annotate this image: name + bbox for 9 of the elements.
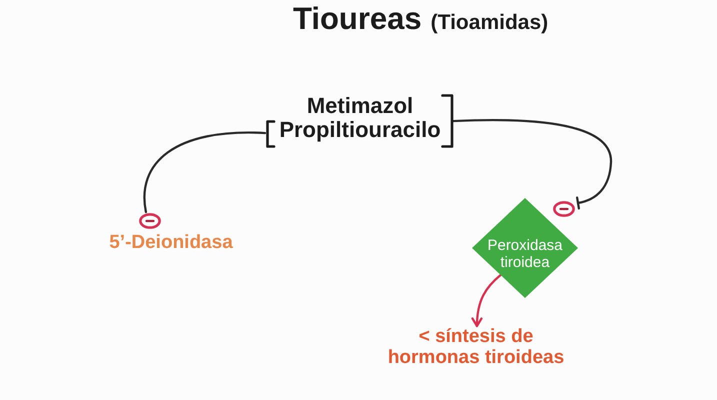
enzyme-label: 5’-Deionidasa <box>108 232 234 254</box>
connector-line <box>143 132 266 214</box>
title: Tioureas <box>293 1 422 37</box>
drug-names: Metimazol Propiltiouracilo <box>278 94 442 142</box>
arrow <box>472 274 502 328</box>
subtitle: (Tioamidas) <box>430 11 548 35</box>
diamond-label: Peroxidasa tiroidea <box>486 237 564 271</box>
bar-end-line <box>452 119 612 210</box>
result-label: < síntesis de hormonas tiroideas <box>383 326 569 368</box>
